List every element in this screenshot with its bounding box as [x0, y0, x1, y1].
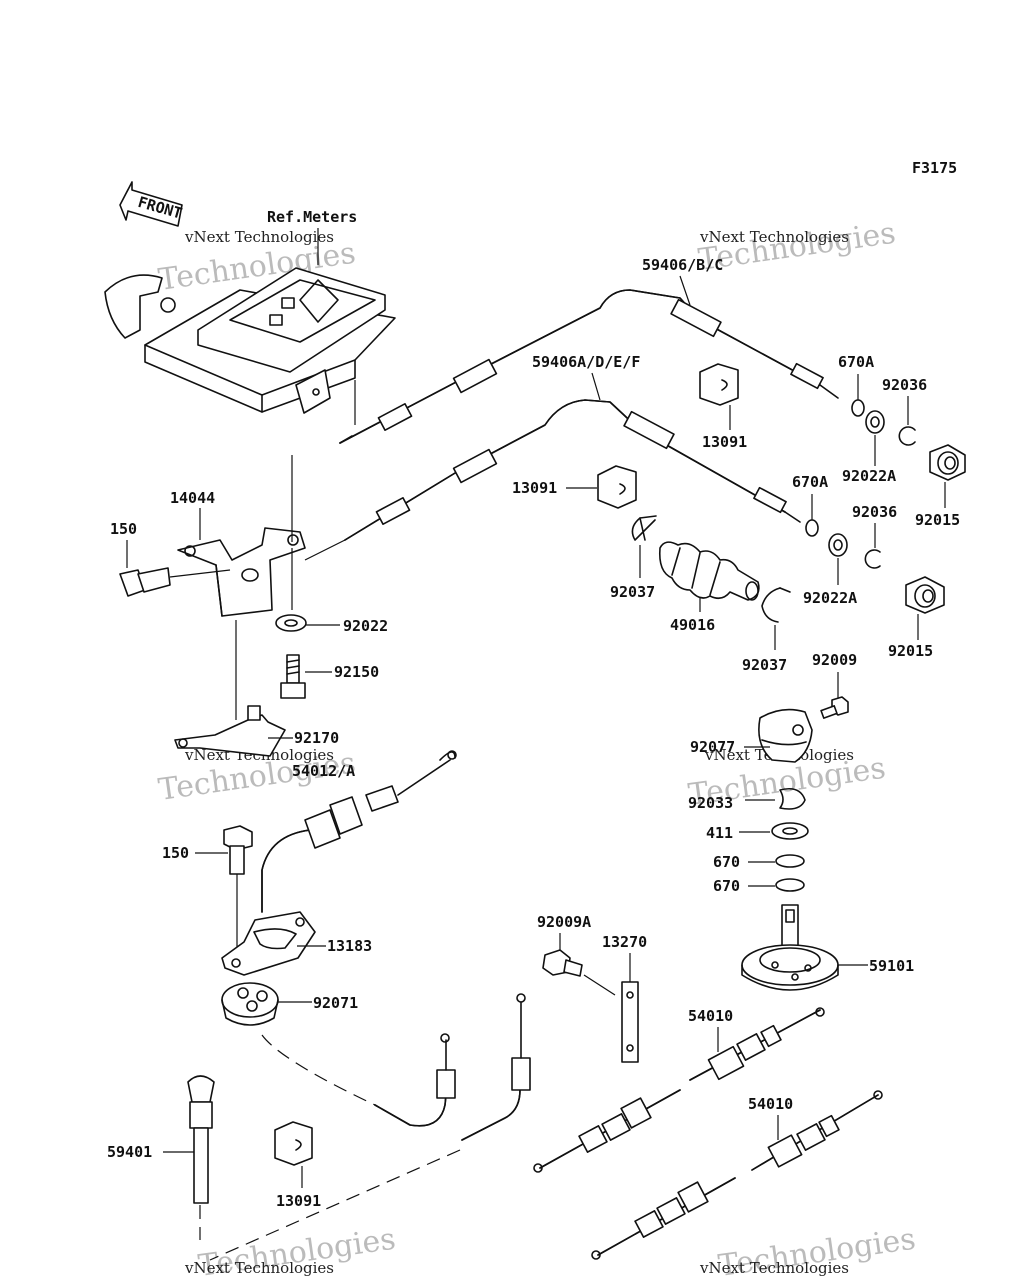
- o-ring-icon: [775, 854, 805, 868]
- part-label: 49016: [670, 616, 715, 634]
- throttle-cable-icon: [689, 1007, 825, 1081]
- leader-line: [304, 539, 346, 561]
- rubber-boot-icon: [658, 541, 760, 601]
- part-label: 92033: [688, 794, 733, 812]
- circlip-icon: [779, 787, 806, 810]
- meter-bracket: [104, 267, 396, 425]
- nut-icon: [281, 297, 295, 309]
- clamp-icon: [631, 517, 656, 541]
- plate-icon: [174, 705, 286, 757]
- leader-line: [583, 974, 616, 996]
- part-label: 59406A/D/E/F: [532, 353, 640, 371]
- part-label: 150: [110, 520, 137, 538]
- part-label: 54012/A: [292, 762, 355, 780]
- part-label: 13091: [702, 433, 747, 451]
- nut-icon: [269, 314, 283, 326]
- watermark-company: vNext Technologies: [184, 228, 334, 246]
- clamp-icon: [761, 587, 781, 623]
- plate-icon: [621, 981, 639, 1063]
- leader-line: [591, 372, 601, 401]
- part-label: 54010: [748, 1095, 793, 1113]
- bolt-icon: [119, 567, 171, 597]
- choke-knob-icon: [187, 1075, 215, 1204]
- bolt-icon: [223, 825, 253, 875]
- part-label: 13091: [276, 1192, 321, 1210]
- part-label: 92037: [610, 583, 655, 601]
- part-label: 670: [713, 877, 740, 895]
- bolt-icon: [820, 696, 849, 719]
- choke-knob-icon: [741, 904, 839, 991]
- throttle-cable-icon: [751, 1090, 883, 1171]
- dashed-line: [209, 1149, 461, 1261]
- cable-holder-icon: [699, 363, 739, 406]
- cable-holder-icon: [597, 465, 637, 509]
- part-label: 92077: [690, 738, 735, 756]
- washer-icon: [865, 410, 885, 434]
- part-label: 150: [162, 844, 189, 862]
- throttle-cable-upper: [339, 289, 839, 444]
- bolt-icon: [280, 654, 306, 699]
- part-label: 14044: [170, 489, 215, 507]
- choke-cable-icon: [461, 993, 531, 1141]
- part-label: 92037: [742, 656, 787, 674]
- part-label: 92015: [915, 511, 960, 529]
- part-label: 92009A: [537, 913, 591, 931]
- choke-cable-icon: [261, 750, 457, 913]
- part-label: 670A: [792, 473, 828, 491]
- leader-line: [679, 275, 691, 306]
- throttle-cable-icon: [591, 1177, 736, 1260]
- nut-icon: [905, 576, 945, 614]
- choke-cable-icon: [374, 1033, 456, 1127]
- leader-line: [169, 569, 231, 578]
- bolt-icon: [542, 949, 583, 977]
- clip-icon: [864, 549, 881, 569]
- ref-meters-label: Ref.Meters: [267, 208, 357, 226]
- part-label: 92015: [888, 642, 933, 660]
- part-label: 13270: [602, 933, 647, 951]
- plate-icon: [221, 911, 316, 976]
- part-label: 92022: [343, 617, 388, 635]
- part-label: 59401: [107, 1143, 152, 1161]
- nut-icon: [929, 444, 966, 481]
- part-label: 670A: [838, 353, 874, 371]
- part-label: 59101: [869, 957, 914, 975]
- part-label: 92071: [313, 994, 358, 1012]
- clip-icon: [898, 426, 916, 446]
- grommet-icon: [221, 982, 279, 1026]
- part-label: 92036: [852, 503, 897, 521]
- o-ring-icon: [775, 878, 805, 892]
- part-label: 92022A: [803, 589, 857, 607]
- cover-icon: [758, 708, 813, 763]
- watermark-technologies: Technologies: [696, 216, 897, 278]
- part-label: 13091: [512, 479, 557, 497]
- part-label: 92150: [334, 663, 379, 681]
- front-arrow-icon: FRONT: [119, 181, 184, 227]
- dashed-line: [261, 1034, 376, 1106]
- part-label: 411: [706, 824, 733, 842]
- figure-code: F3175: [912, 159, 957, 177]
- o-ring-icon: [805, 519, 819, 537]
- washer-icon: [771, 822, 809, 840]
- throttle-cable-lower: [344, 399, 801, 541]
- part-label: 13183: [327, 937, 372, 955]
- part-label: 92036: [882, 376, 927, 394]
- part-label: 54010: [688, 1007, 733, 1025]
- bracket-icon: [177, 527, 306, 617]
- cable-holder-icon: [274, 1121, 313, 1166]
- o-ring-icon: [851, 399, 865, 417]
- watermark-company: vNext Technologies: [699, 1259, 849, 1277]
- part-label: 670: [713, 853, 740, 871]
- part-label: 92009: [812, 651, 857, 669]
- part-label: 92170: [294, 729, 339, 747]
- watermark-company: vNext Technologies: [699, 228, 849, 246]
- washer-icon: [828, 533, 848, 557]
- part-label: 59406/B/C: [642, 256, 723, 274]
- throttle-cable-icon: [533, 1089, 681, 1173]
- part-label: 92022A: [842, 467, 896, 485]
- watermark-company: vNext Technologies: [184, 1259, 334, 1277]
- washer-icon: [275, 614, 307, 632]
